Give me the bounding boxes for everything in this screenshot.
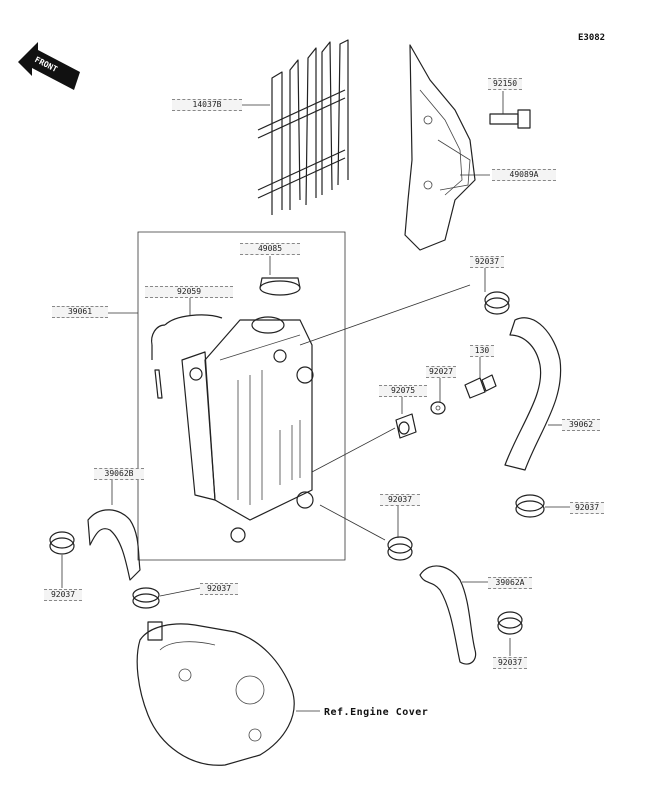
part-label-bolt[interactable]: 130: [470, 345, 494, 357]
clamp-lower-drawing: [387, 536, 413, 561]
radiator-assy-box: [137, 231, 346, 561]
part-label-clamp-mid[interactable]: 92037: [200, 583, 238, 595]
part-label-clamp-top[interactable]: 92037: [470, 256, 504, 268]
part-label-clamp-bottom[interactable]: 92037: [493, 657, 527, 669]
clamp-mid-drawing: [132, 587, 160, 609]
clamp-right-drawing: [515, 494, 545, 518]
part-label-cap[interactable]: 49085: [240, 243, 300, 255]
clamp-top-drawing: [484, 291, 510, 315]
hose-right-drawing: [504, 317, 562, 471]
part-label-washer[interactable]: 92027: [426, 366, 456, 378]
radiator-guard: [257, 39, 349, 215]
part-label-shroud-bolt[interactable]: 92150: [488, 78, 522, 90]
part-label-clamp-lower[interactable]: 92037: [380, 494, 420, 506]
clamp-left-drawing: [49, 531, 75, 555]
leader-lines: [61, 91, 570, 712]
breather-hose: [151, 314, 223, 399]
front-arrow-icon: [18, 42, 80, 90]
part-label-breather-hose[interactable]: 92059: [145, 286, 233, 298]
part-label-radiator-assy[interactable]: 39061: [52, 306, 108, 318]
radiator-shroud: [404, 44, 476, 251]
radiator-core: [181, 319, 314, 543]
grommet-drawing: [395, 413, 417, 439]
part-label-shroud[interactable]: 49089A: [492, 169, 556, 181]
hose-left-drawing: [87, 509, 141, 581]
part-label-hose-lower[interactable]: 39062A: [488, 577, 532, 589]
ref-engine-cover-label: Ref.Engine Cover: [324, 707, 429, 718]
bolt-drawing: [464, 374, 497, 399]
part-label-clamp-left[interactable]: 92037: [44, 589, 82, 601]
shroud-bolt: [489, 109, 531, 129]
part-label-hose-right[interactable]: 39062: [562, 419, 600, 431]
washer-drawing: [430, 401, 446, 415]
diagram-code: E3082: [578, 33, 606, 43]
part-label-clamp-right[interactable]: 92037: [570, 502, 604, 514]
radiator-cap: [251, 277, 301, 334]
clamp-bottom-drawing: [497, 611, 523, 635]
hose-lower-drawing: [419, 565, 477, 665]
part-label-grommet[interactable]: 92075: [379, 385, 427, 397]
part-label-guard[interactable]: 14037B: [172, 99, 242, 111]
engine-cover-drawing: [136, 621, 295, 766]
part-label-hose-left[interactable]: 39062B: [94, 468, 144, 480]
